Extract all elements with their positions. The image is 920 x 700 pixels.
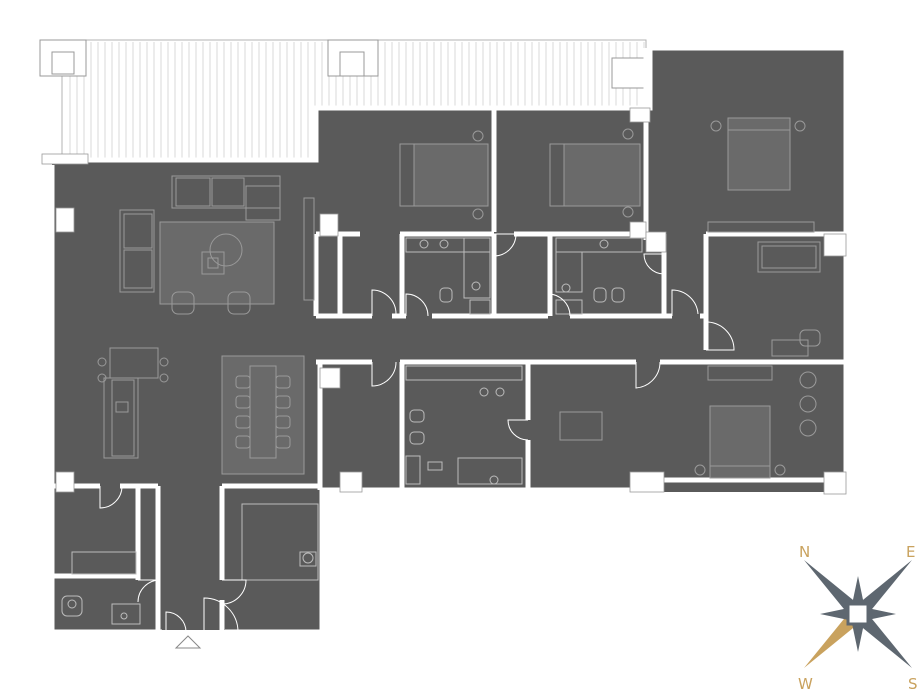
bedroom-furniture [399,117,821,479]
kitchen-counter [241,503,319,581]
bed [709,405,771,479]
compass-east-label: E [906,543,915,561]
bed [563,143,641,207]
living-room-furniture [119,175,315,315]
bed [727,117,791,191]
kitchen-counter [103,377,139,459]
dining-rug [221,355,305,475]
doors [99,233,735,633]
compass-south-label: S [908,675,918,693]
desk [757,241,821,273]
armchair [171,291,195,315]
rug [559,411,603,441]
tv-unit [303,197,315,301]
coffee-table [201,251,225,275]
kitchen-dining-furniture [97,347,305,475]
compass-rose-icon [804,560,912,668]
walls [49,45,849,635]
dining-chairs [235,375,291,449]
wardrobe [707,221,815,233]
bathroom-fixtures [61,237,643,625]
armchair [227,291,251,315]
bed [413,143,489,207]
entrance-arrow-icon [174,635,202,649]
sofa [119,209,155,293]
dining-table [249,365,277,459]
compass-north-label: N [799,543,810,561]
shelf [707,365,773,381]
compass-west-label: W [798,675,813,693]
